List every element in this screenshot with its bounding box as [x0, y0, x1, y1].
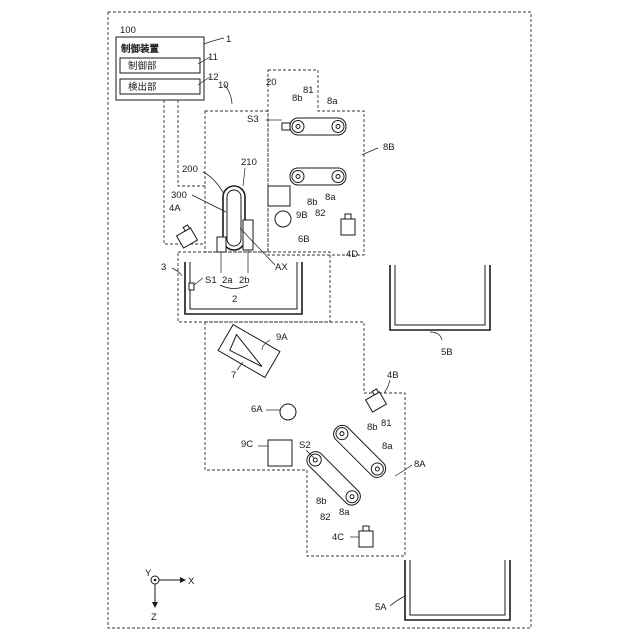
label-ref-s2: S2: [299, 440, 311, 451]
camera-4c-lens: [363, 526, 369, 531]
leader-3: [172, 268, 182, 276]
label-ref-8b-mid: 8b: [307, 197, 318, 208]
roller-upper-left: [292, 121, 304, 133]
label-detection-unit: 検出部: [128, 81, 157, 93]
label-axis-x: X: [188, 576, 195, 587]
region-3-boundary: [178, 252, 330, 322]
label-ref-2b: 2b: [239, 275, 250, 286]
label-ref-10: 10: [218, 80, 229, 91]
label-ref-8a-top: 8a: [327, 96, 338, 107]
label-ref-82-mid: 82: [315, 208, 326, 219]
label-ref-6A: 6A: [251, 404, 263, 415]
label-ref-81-low: 81: [381, 418, 392, 429]
label-controller-title: 制御装置: [121, 43, 160, 55]
system-boundary: [108, 12, 531, 628]
label-ref-82-bot: 82: [320, 512, 331, 523]
label-control-unit: 制御部: [128, 60, 157, 72]
label-ref-6B: 6B: [298, 234, 310, 245]
label-ref-20: 20: [266, 77, 277, 88]
sensor-s1: [189, 283, 194, 290]
label-ref-8b-low: 8b: [367, 422, 378, 433]
bin-5b: [390, 265, 490, 330]
label-axis-z: Z: [151, 612, 157, 623]
leader-5b: [430, 332, 442, 340]
light-source-6b: [275, 211, 291, 227]
roller-upper-right: [332, 121, 344, 133]
leader-8a-region: [395, 465, 412, 476]
camera-4a: [175, 224, 198, 248]
leader-s1: [194, 278, 203, 285]
box-9b: [268, 186, 290, 206]
label-ref-8a-bot: 8a: [339, 507, 350, 518]
label-ref-8A: 8A: [414, 459, 426, 470]
label-ref-81-top: 81: [303, 85, 314, 96]
label-ref-8a-low: 8a: [382, 441, 393, 452]
leader-4b: [384, 380, 390, 393]
light-source-6a: [280, 404, 296, 420]
holder-200-inner: [227, 190, 241, 246]
label-ref-12: 12: [208, 72, 219, 83]
axis-y-dot: [154, 579, 157, 582]
leader-1: [204, 38, 224, 44]
bin-5a-inner: [410, 560, 505, 615]
label-ref-210: 210: [241, 157, 257, 168]
label-ref-300: 300: [171, 190, 187, 201]
label-ref-200: 200: [182, 164, 198, 175]
label-ref-AX: AX: [275, 262, 288, 273]
label-ref-8B: 8B: [383, 142, 395, 153]
axis-x-arrow: [180, 577, 186, 583]
label-ref-7: 7: [231, 370, 236, 381]
region-10-boundary: [205, 111, 268, 252]
label-ref-2a: 2a: [222, 275, 233, 286]
camera-4d: [341, 219, 355, 235]
label-ref-9C: 9C: [241, 439, 253, 450]
box-9c: [268, 440, 292, 466]
roller-middle-right: [332, 171, 344, 183]
label-ref-5A: 5A: [375, 602, 387, 613]
label-ref-s3: S3: [247, 114, 259, 125]
roller-middle-left: [292, 171, 304, 183]
label-ref-3: 3: [161, 262, 166, 273]
label-ref-s1: S1: [205, 275, 217, 286]
label-axis-y: Y: [145, 568, 152, 579]
label-ref-1: 1: [226, 34, 231, 45]
label-ref-4B: 4B: [387, 370, 399, 381]
label-ref-8b-bot: 8b: [316, 496, 327, 507]
label-ref-9B: 9B: [296, 210, 308, 221]
label-ref-2: 2: [232, 294, 237, 305]
block-2b: [243, 220, 253, 250]
sensor-s3: [282, 123, 290, 130]
bin-5a: [405, 560, 510, 620]
label-ref-4D: 4D: [346, 249, 358, 260]
label-ref-4C: 4C: [332, 532, 344, 543]
bin-5b-inner: [395, 265, 485, 325]
leader-5a: [390, 596, 405, 606]
camera-4d-lens: [345, 214, 351, 219]
label-ref-9A: 9A: [276, 332, 288, 343]
camera-4b: [364, 388, 387, 412]
leader-300: [192, 195, 226, 212]
tray-9a: [218, 325, 280, 378]
label-ref-5B: 5B: [441, 347, 453, 358]
camera-4c: [359, 531, 373, 547]
label-ref-4A: 4A: [169, 203, 181, 214]
label-system-100: 100: [120, 25, 136, 36]
axis-z-arrow: [152, 602, 158, 608]
leader-200: [203, 172, 224, 194]
label-ref-8b-top: 8b: [292, 93, 303, 104]
leader-210: [243, 168, 245, 186]
label-ref-11: 11: [208, 52, 218, 63]
label-ref-8a-mid: 8a: [325, 192, 336, 203]
block-2a: [217, 237, 226, 252]
